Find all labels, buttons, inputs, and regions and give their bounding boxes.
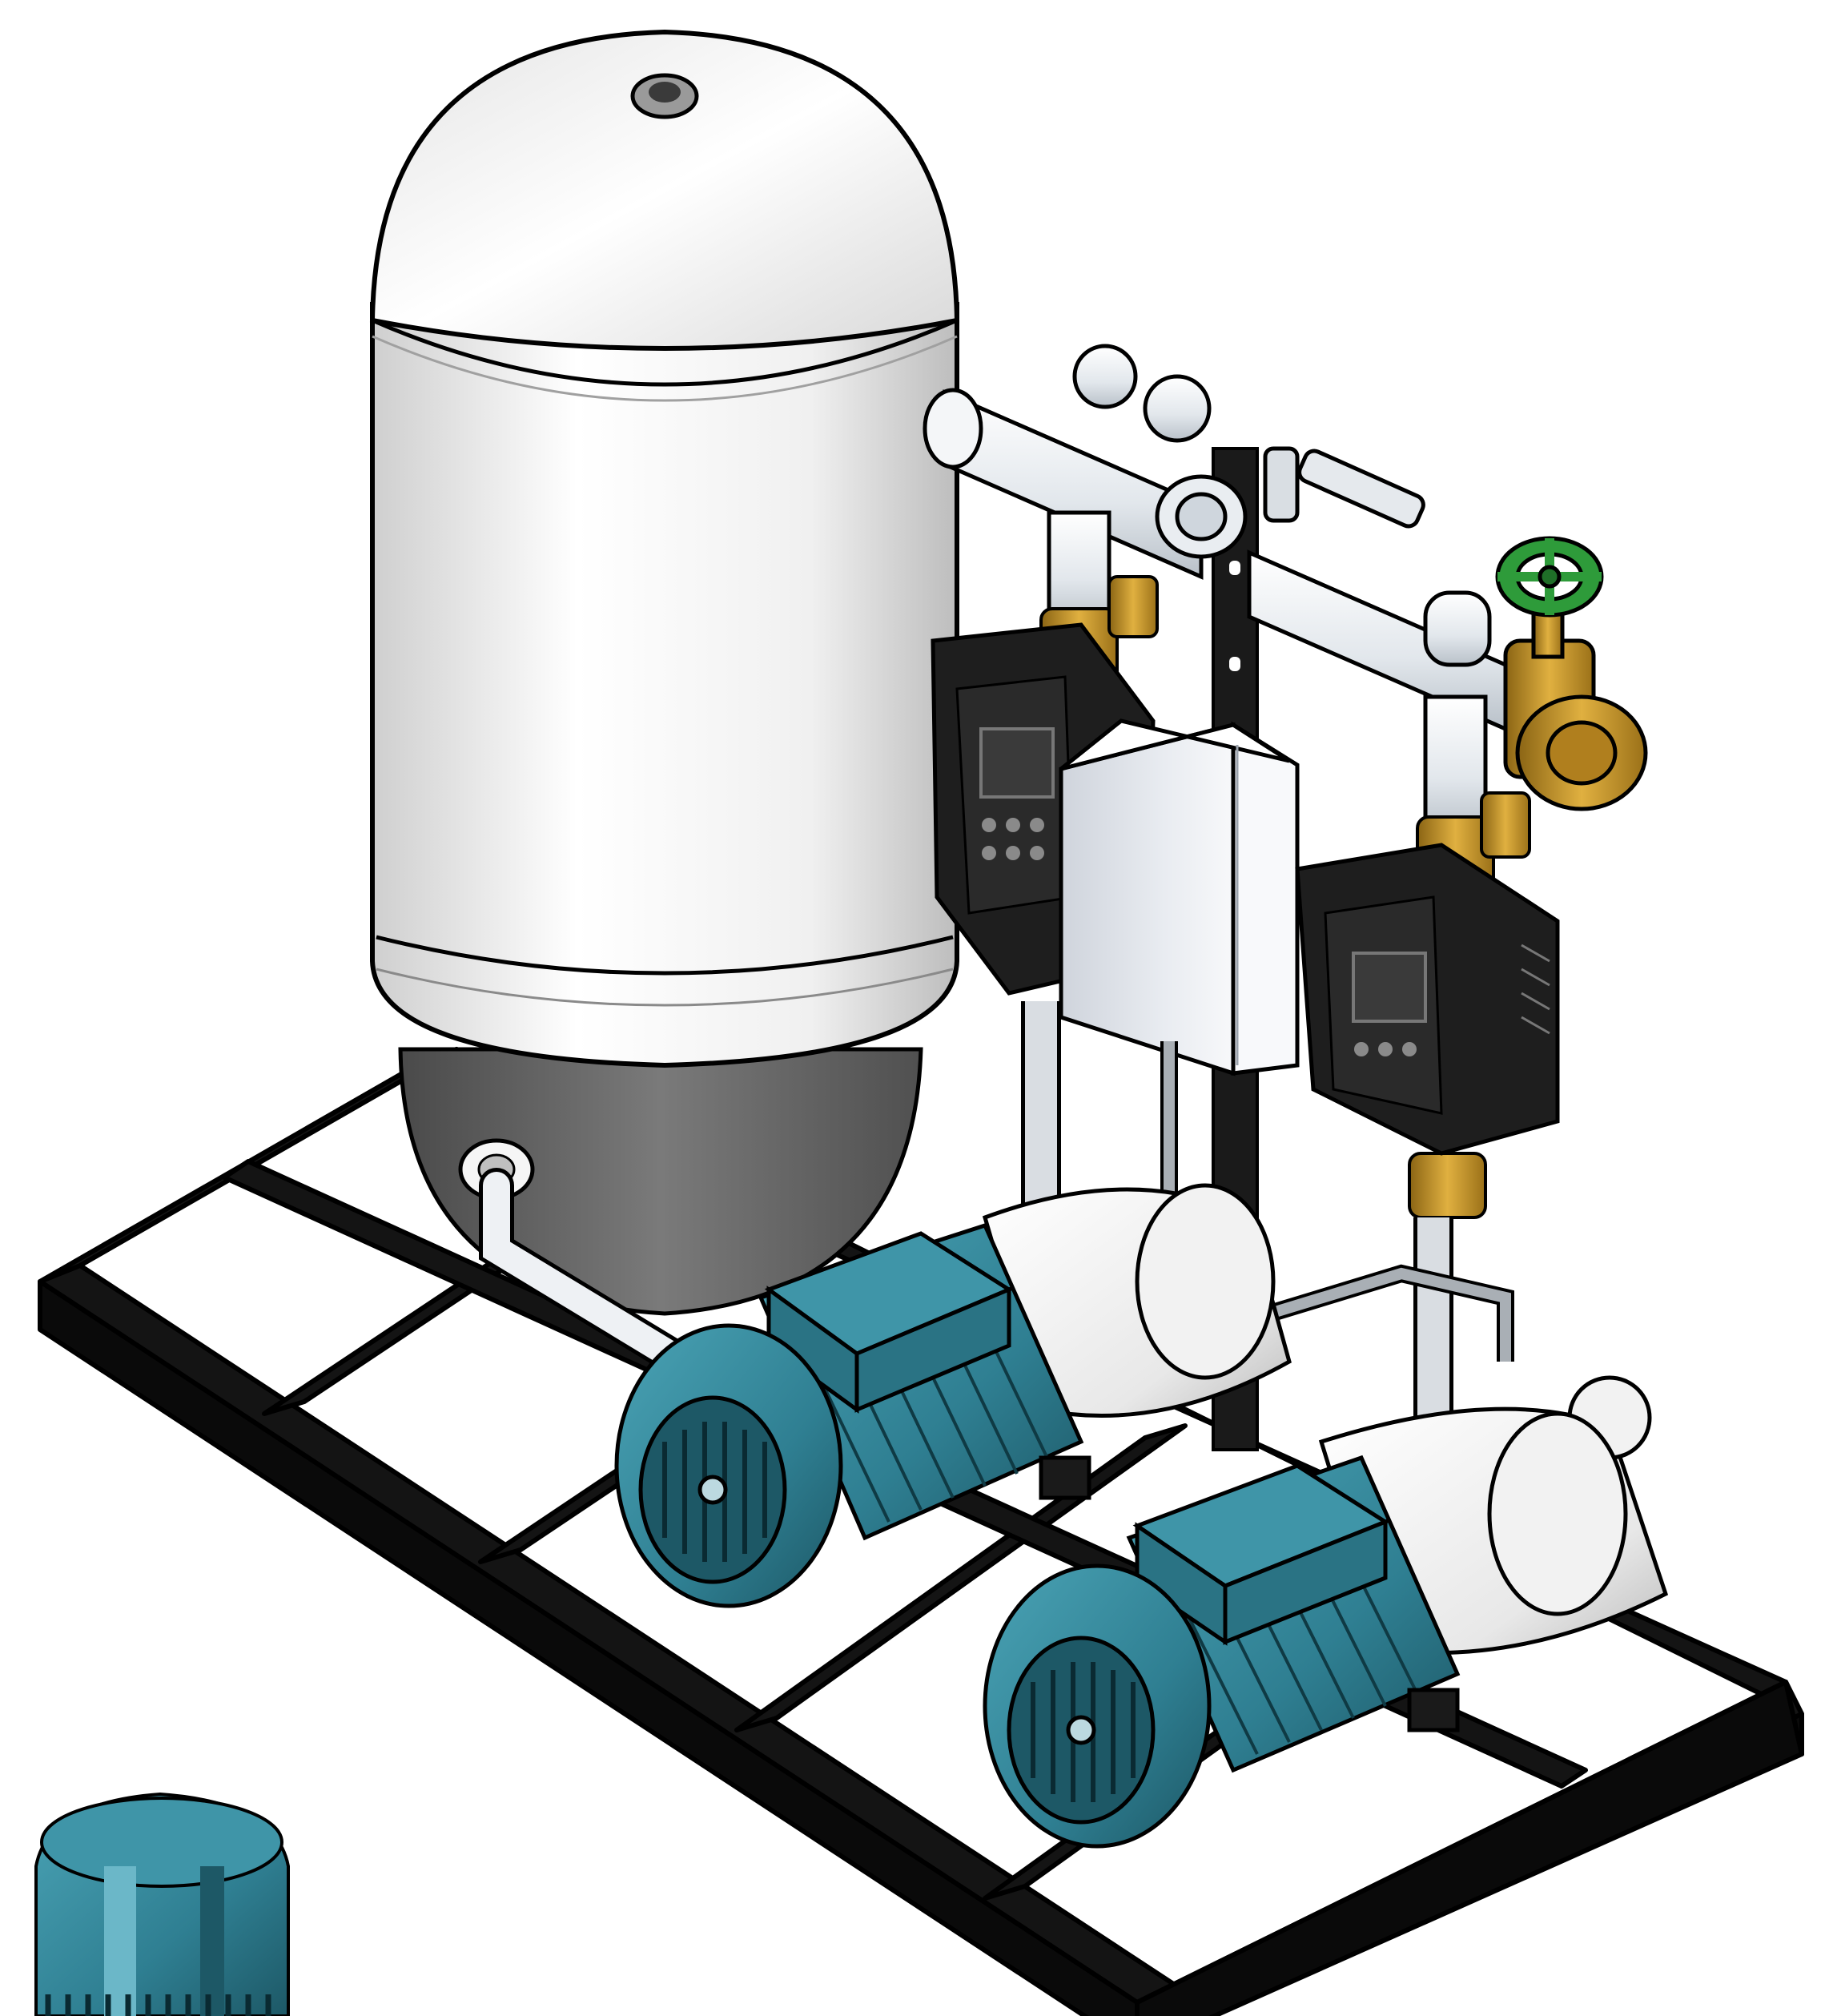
tank-dome — [369, 29, 960, 351]
tank-body — [370, 302, 959, 1068]
pump-inverter-controller-right — [1295, 843, 1560, 1156]
gate-valve — [1495, 536, 1648, 811]
pressure-tank — [369, 29, 960, 1316]
inverter-display-icon — [979, 727, 1055, 799]
valve-handwheel-icon — [1495, 536, 1604, 618]
inverter-display-icon — [1352, 952, 1427, 1023]
electric-pump-motor-right — [983, 1375, 1669, 1849]
discharge-manifold — [923, 344, 1508, 835]
electric-pump-motor-left — [614, 1183, 1292, 1608]
tank-base-skirt — [398, 1047, 923, 1316]
motor-fan-cover-detail — [34, 1792, 290, 2016]
control-panel-box — [1059, 718, 1300, 1076]
